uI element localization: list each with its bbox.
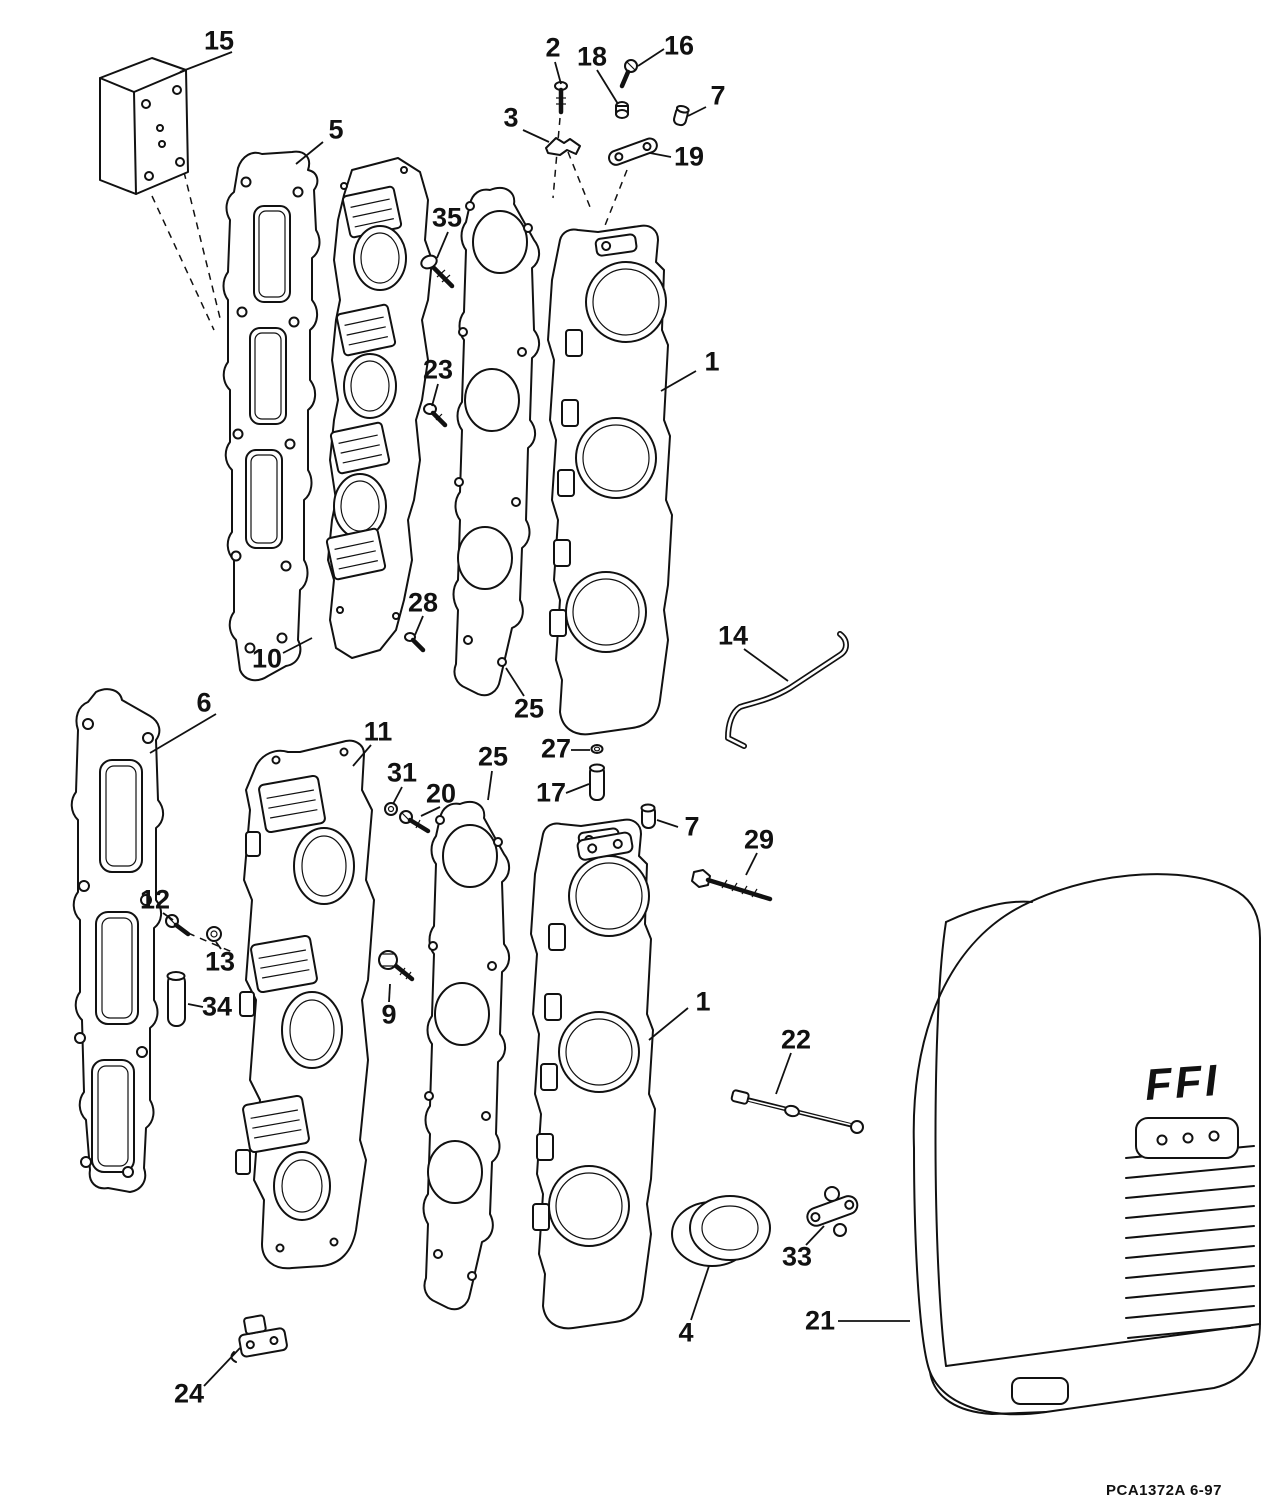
part-20-screw	[399, 810, 431, 834]
part-callout-16-3: 16	[663, 30, 695, 61]
part-15-end-cap	[99, 57, 189, 195]
part-7-cap-lower	[640, 803, 656, 829]
cover-badge	[1135, 1117, 1239, 1159]
part-2-screw	[554, 81, 568, 115]
leader-lines	[149, 48, 910, 1387]
part-14-linkage-rod	[725, 631, 849, 749]
part-callout-20-20: 20	[425, 778, 457, 809]
part-callout-11-16: 11	[363, 716, 393, 747]
part-callout-15-0: 15	[203, 25, 235, 56]
part-callout-33-30: 33	[781, 1241, 813, 1272]
part-callout-9-27: 9	[381, 999, 397, 1030]
part-1-manifold-lower	[530, 818, 656, 1330]
part-7-cap-upper	[672, 104, 690, 127]
part-17-pin	[589, 763, 605, 801]
part-callout-6-15: 6	[196, 687, 212, 718]
part-9-fitting	[378, 950, 415, 982]
part-5-gasket	[222, 150, 321, 682]
part-31-washer	[384, 802, 398, 816]
part-10-reed-block	[325, 157, 433, 659]
part-callout-3-5: 3	[503, 102, 519, 133]
part-callout-34-26: 34	[201, 991, 233, 1022]
part-callout-29-23: 29	[743, 824, 775, 855]
part-27-ring	[590, 744, 604, 754]
cover-logo-text: FFI	[1143, 1056, 1221, 1110]
part-callout-19-7: 19	[673, 141, 705, 172]
part-callout-10-12: 10	[251, 643, 283, 674]
part-callout-5-6: 5	[328, 114, 344, 145]
part-11-reed-block	[235, 739, 375, 1270]
part-25-gasket-upper	[452, 186, 540, 697]
part-callout-2-1: 2	[545, 32, 561, 63]
part-12-screw	[165, 914, 191, 937]
part-16-screw	[619, 59, 638, 89]
part-1-manifold-upper	[547, 224, 673, 736]
part-callout-18-2: 18	[576, 41, 608, 72]
part-23-screw	[423, 403, 448, 428]
part-callout-7-22: 7	[684, 811, 700, 842]
part-19-lever	[608, 137, 658, 166]
part-35-screw	[420, 254, 455, 289]
part-13-washer	[206, 926, 222, 942]
part-callout-1-28: 1	[695, 986, 711, 1017]
part-4-grommet	[671, 1195, 771, 1267]
part-6-gasket	[70, 688, 164, 1193]
part-callout-24-33: 24	[173, 1378, 205, 1409]
part-callout-21-32: 21	[804, 1305, 836, 1336]
part-callout-27-18: 27	[540, 733, 572, 764]
part-callout-12-24: 12	[139, 884, 171, 915]
part-29-bolt	[691, 869, 773, 902]
part-callout-25-17: 25	[477, 741, 509, 772]
part-callout-22-29: 22	[780, 1024, 812, 1055]
part-18-spool	[615, 101, 629, 119]
part-callout-23-9: 23	[422, 354, 454, 385]
part-callout-13-25: 13	[204, 946, 236, 977]
cover-vent-slats	[1125, 1145, 1255, 1339]
part-1-lower-top-tab	[576, 831, 634, 861]
part-callout-25-13: 25	[513, 693, 545, 724]
part-25-gasket-lower	[422, 800, 511, 1311]
part-3-clip	[545, 137, 581, 156]
part-callout-4-31: 4	[678, 1317, 694, 1348]
part-callout-14-14: 14	[717, 620, 749, 651]
part-33-fitting	[806, 1186, 859, 1237]
part-22-link-rod	[730, 1089, 864, 1134]
part-callout-7-4: 7	[710, 80, 726, 111]
assembly-dashed-lines	[151, 117, 628, 953]
part-34-pin	[166, 971, 186, 1027]
part-21-cover: FFI	[912, 873, 1261, 1416]
part-callout-35-8: 35	[431, 202, 463, 233]
part-24-clamp	[230, 1314, 288, 1363]
part-28-screw	[404, 632, 426, 653]
part-callout-28-11: 28	[407, 587, 439, 618]
part-callout-17-21: 17	[535, 777, 567, 808]
part-callout-31-19: 31	[386, 757, 418, 788]
part-callout-1-10: 1	[704, 346, 720, 377]
diagram-code: PCA1372A 6-97	[1105, 1482, 1222, 1499]
